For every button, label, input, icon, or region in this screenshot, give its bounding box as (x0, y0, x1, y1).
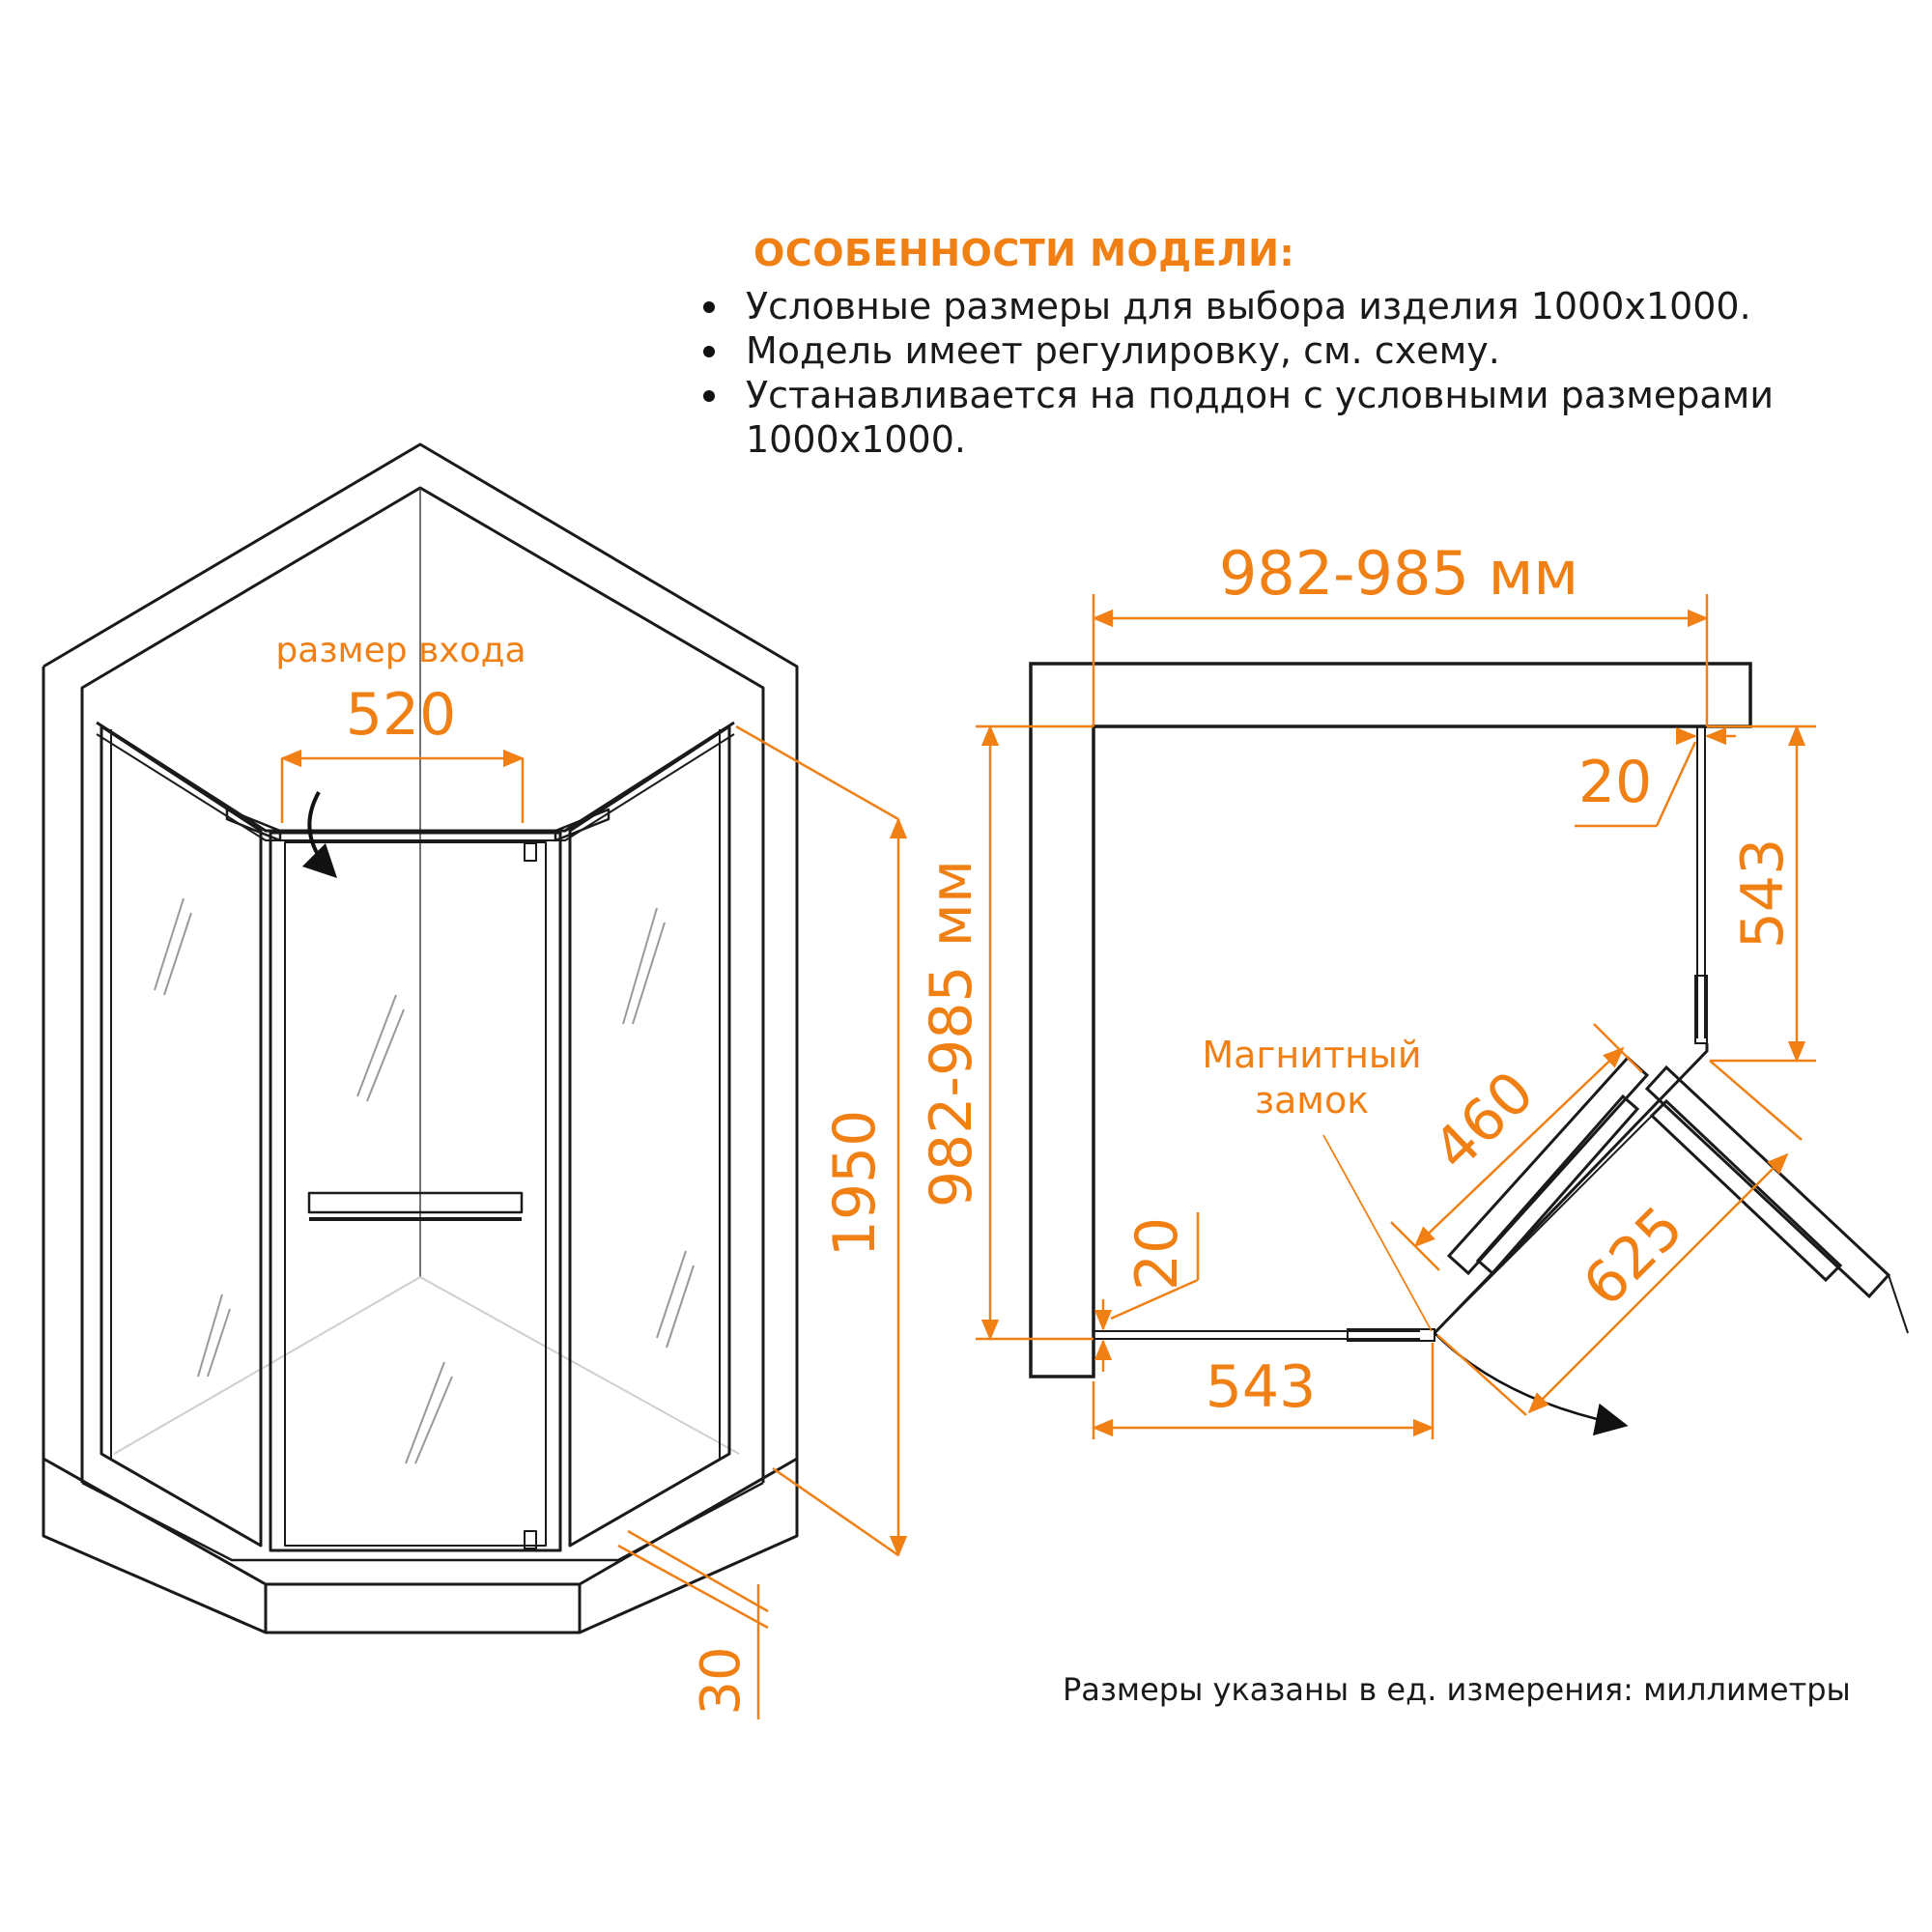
left-fixed-panel (99, 724, 263, 1548)
units-note: Размеры указаны в ед. измерения: миллиме… (1063, 1671, 1851, 1708)
top-profile (96, 721, 735, 833)
wall-gap-top-label: 20 (1578, 749, 1652, 816)
wall-profiles (1094, 726, 1708, 1342)
wall-gap-left-label: 20 (1123, 1217, 1191, 1291)
right-fixed-panel (568, 724, 731, 1548)
glass-reflections (154, 897, 695, 1464)
fixed-panel-label: 460 (1421, 1059, 1548, 1184)
height-label: 1950 (821, 1110, 889, 1258)
features-block: ОСОБЕННОСТИ МОДЕЛИ: Условные размеры для… (676, 232, 1893, 462)
door-panel-label: 625 (1571, 1194, 1696, 1320)
door-panel-dimension-line (1527, 1152, 1789, 1414)
feature-item: Условные размеры для выбора изделия 1000… (703, 284, 1893, 328)
bottom-side-label: 543 (1206, 1353, 1317, 1421)
magnetic-lock-label-line2: замок (1255, 1079, 1369, 1122)
left-depth-label: 982-985 мм (918, 860, 985, 1208)
elevation-dimensions (280, 724, 908, 1719)
entrance-width-label: 520 (346, 681, 457, 749)
magnetic-lock-leader (1322, 1134, 1433, 1332)
floor-lines (113, 1276, 740, 1455)
feature-item: Устанавливается на поддон с условными ра… (703, 373, 1893, 462)
entrance-label: размер входа (275, 631, 526, 670)
plan-view (1029, 662, 1909, 1436)
plan-door-open (1644, 1065, 1909, 1334)
right-side-label: 543 (1729, 838, 1797, 950)
fixed-panel-dimension-line (1413, 1046, 1625, 1248)
magnetic-lock-label-line1: Магнитный (1202, 1034, 1421, 1076)
top-width-label: 982-985 мм (1219, 538, 1578, 609)
door-swing-arrow (301, 791, 338, 879)
feature-item: Модель имеет регулировку, см. схему. (703, 328, 1893, 373)
plan-dimensions (976, 594, 1816, 1439)
door-handle (307, 1191, 524, 1214)
features-list: Условные размеры для выбора изделия 1000… (676, 284, 1893, 462)
base-height-label: 30 (690, 1646, 753, 1715)
tray-top (81, 1481, 764, 1562)
features-heading: ОСОБЕННОСТИ МОДЕЛИ: (753, 232, 1295, 274)
elevation-view (42, 442, 799, 1634)
door-panel (269, 831, 562, 1552)
